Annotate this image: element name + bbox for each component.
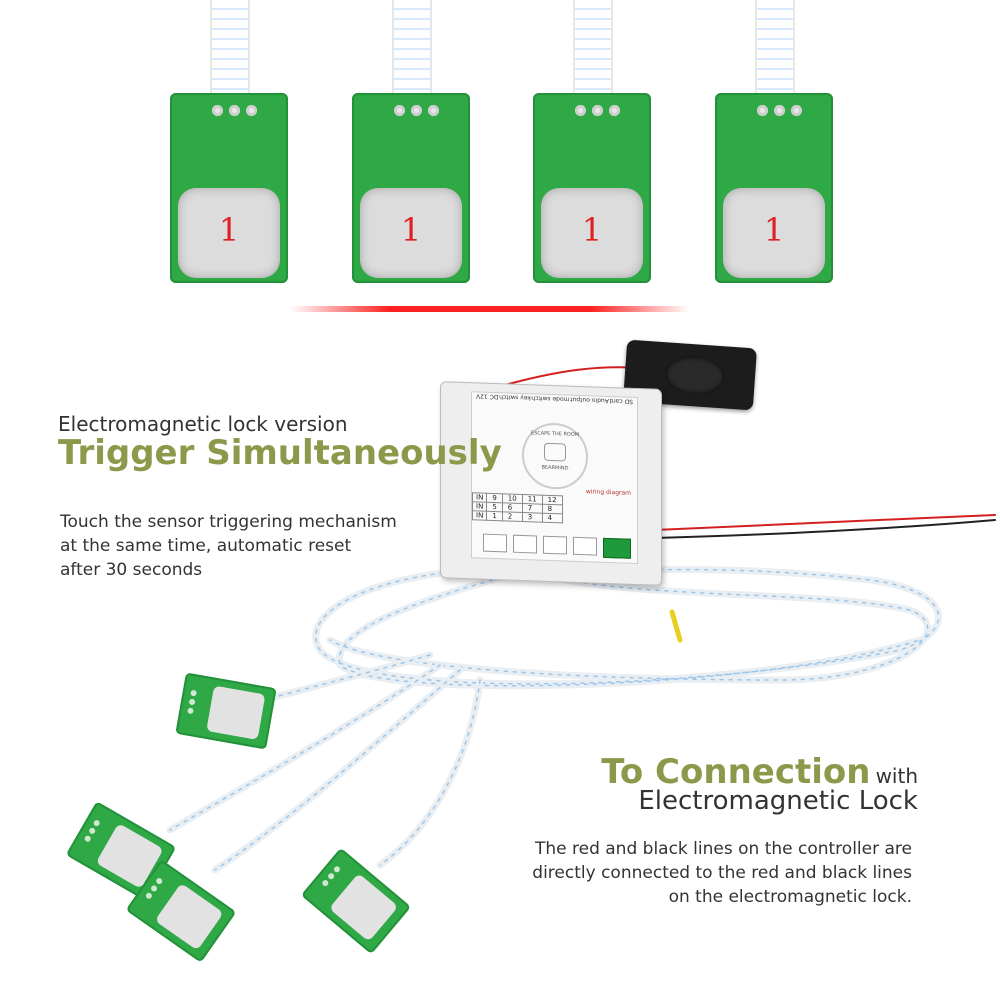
sensor-pcb: 1 (352, 93, 470, 283)
connection-title-small: with (875, 764, 918, 788)
power-terminal (603, 537, 631, 559)
description-line: after 30 seconds (60, 560, 203, 580)
sensor-number: 1 (581, 211, 603, 249)
ribbon-cable (392, 0, 432, 98)
sensor-pcb: 1 (170, 93, 288, 283)
touch-sensor-1: 1 (165, 0, 295, 310)
touch-sensor-2: 1 (347, 0, 477, 310)
connection-title-main: To Connection (601, 752, 871, 792)
touch-pad (360, 188, 462, 278)
trigger-title: Trigger Simultaneously (58, 433, 502, 473)
sensor-number: 1 (763, 211, 785, 249)
touch-pad (723, 188, 825, 278)
terminal-label: key switch (499, 393, 531, 402)
trigger-description: Touch the sensor triggering mechanism at… (60, 510, 460, 582)
terminal-label: SD card (609, 397, 633, 405)
ribbon-cable (210, 0, 250, 98)
sensor-number: 1 (218, 211, 240, 249)
description-line: at the same time, automatic reset (60, 536, 352, 556)
sensor-number: 1 (400, 211, 422, 249)
connection-title: To Connection with (601, 752, 918, 792)
terminal-label: Audio output (570, 395, 609, 405)
sensor-pcb: 1 (715, 93, 833, 283)
description-line: directly connected to the red and black … (532, 863, 912, 883)
description-line: on the electromagnetic lock. (668, 887, 912, 907)
ribbon-cable (573, 0, 613, 98)
touch-sensor-3: 1 (528, 0, 658, 310)
touch-pad (541, 188, 643, 278)
wiring-diagram-label: wiring diagram (585, 488, 631, 497)
connection-description: The red and black lines on the controlle… (452, 837, 912, 909)
logo-text: ESCAPE THE ROOM (530, 430, 580, 438)
input-table: IN 9 10 11 12 IN 5 6 7 8 IN 1 2 3 4 (472, 492, 563, 523)
sensor-pcb: 1 (533, 93, 651, 283)
logo-subtext: BEARMIND (541, 464, 569, 472)
controller-box: SD card Audio output mode switch key swi… (440, 381, 662, 586)
touch-sensor-4: 1 (710, 0, 840, 310)
ribbon-cable (755, 0, 795, 98)
brand-logo: ESCAPE THE ROOM BEARMIND (522, 421, 588, 491)
description-line: Touch the sensor triggering mechanism (60, 512, 397, 532)
touch-pad (178, 188, 280, 278)
connection-title-line2: Electromagnetic Lock (638, 786, 918, 816)
version-subtitle: Electromagnetic lock version (58, 412, 348, 436)
terminal-label: DC 12V (476, 392, 499, 401)
description-line: The red and black lines on the controlle… (534, 839, 912, 859)
terminal-label: mode switch (531, 394, 570, 403)
red-glow-line (290, 306, 690, 312)
